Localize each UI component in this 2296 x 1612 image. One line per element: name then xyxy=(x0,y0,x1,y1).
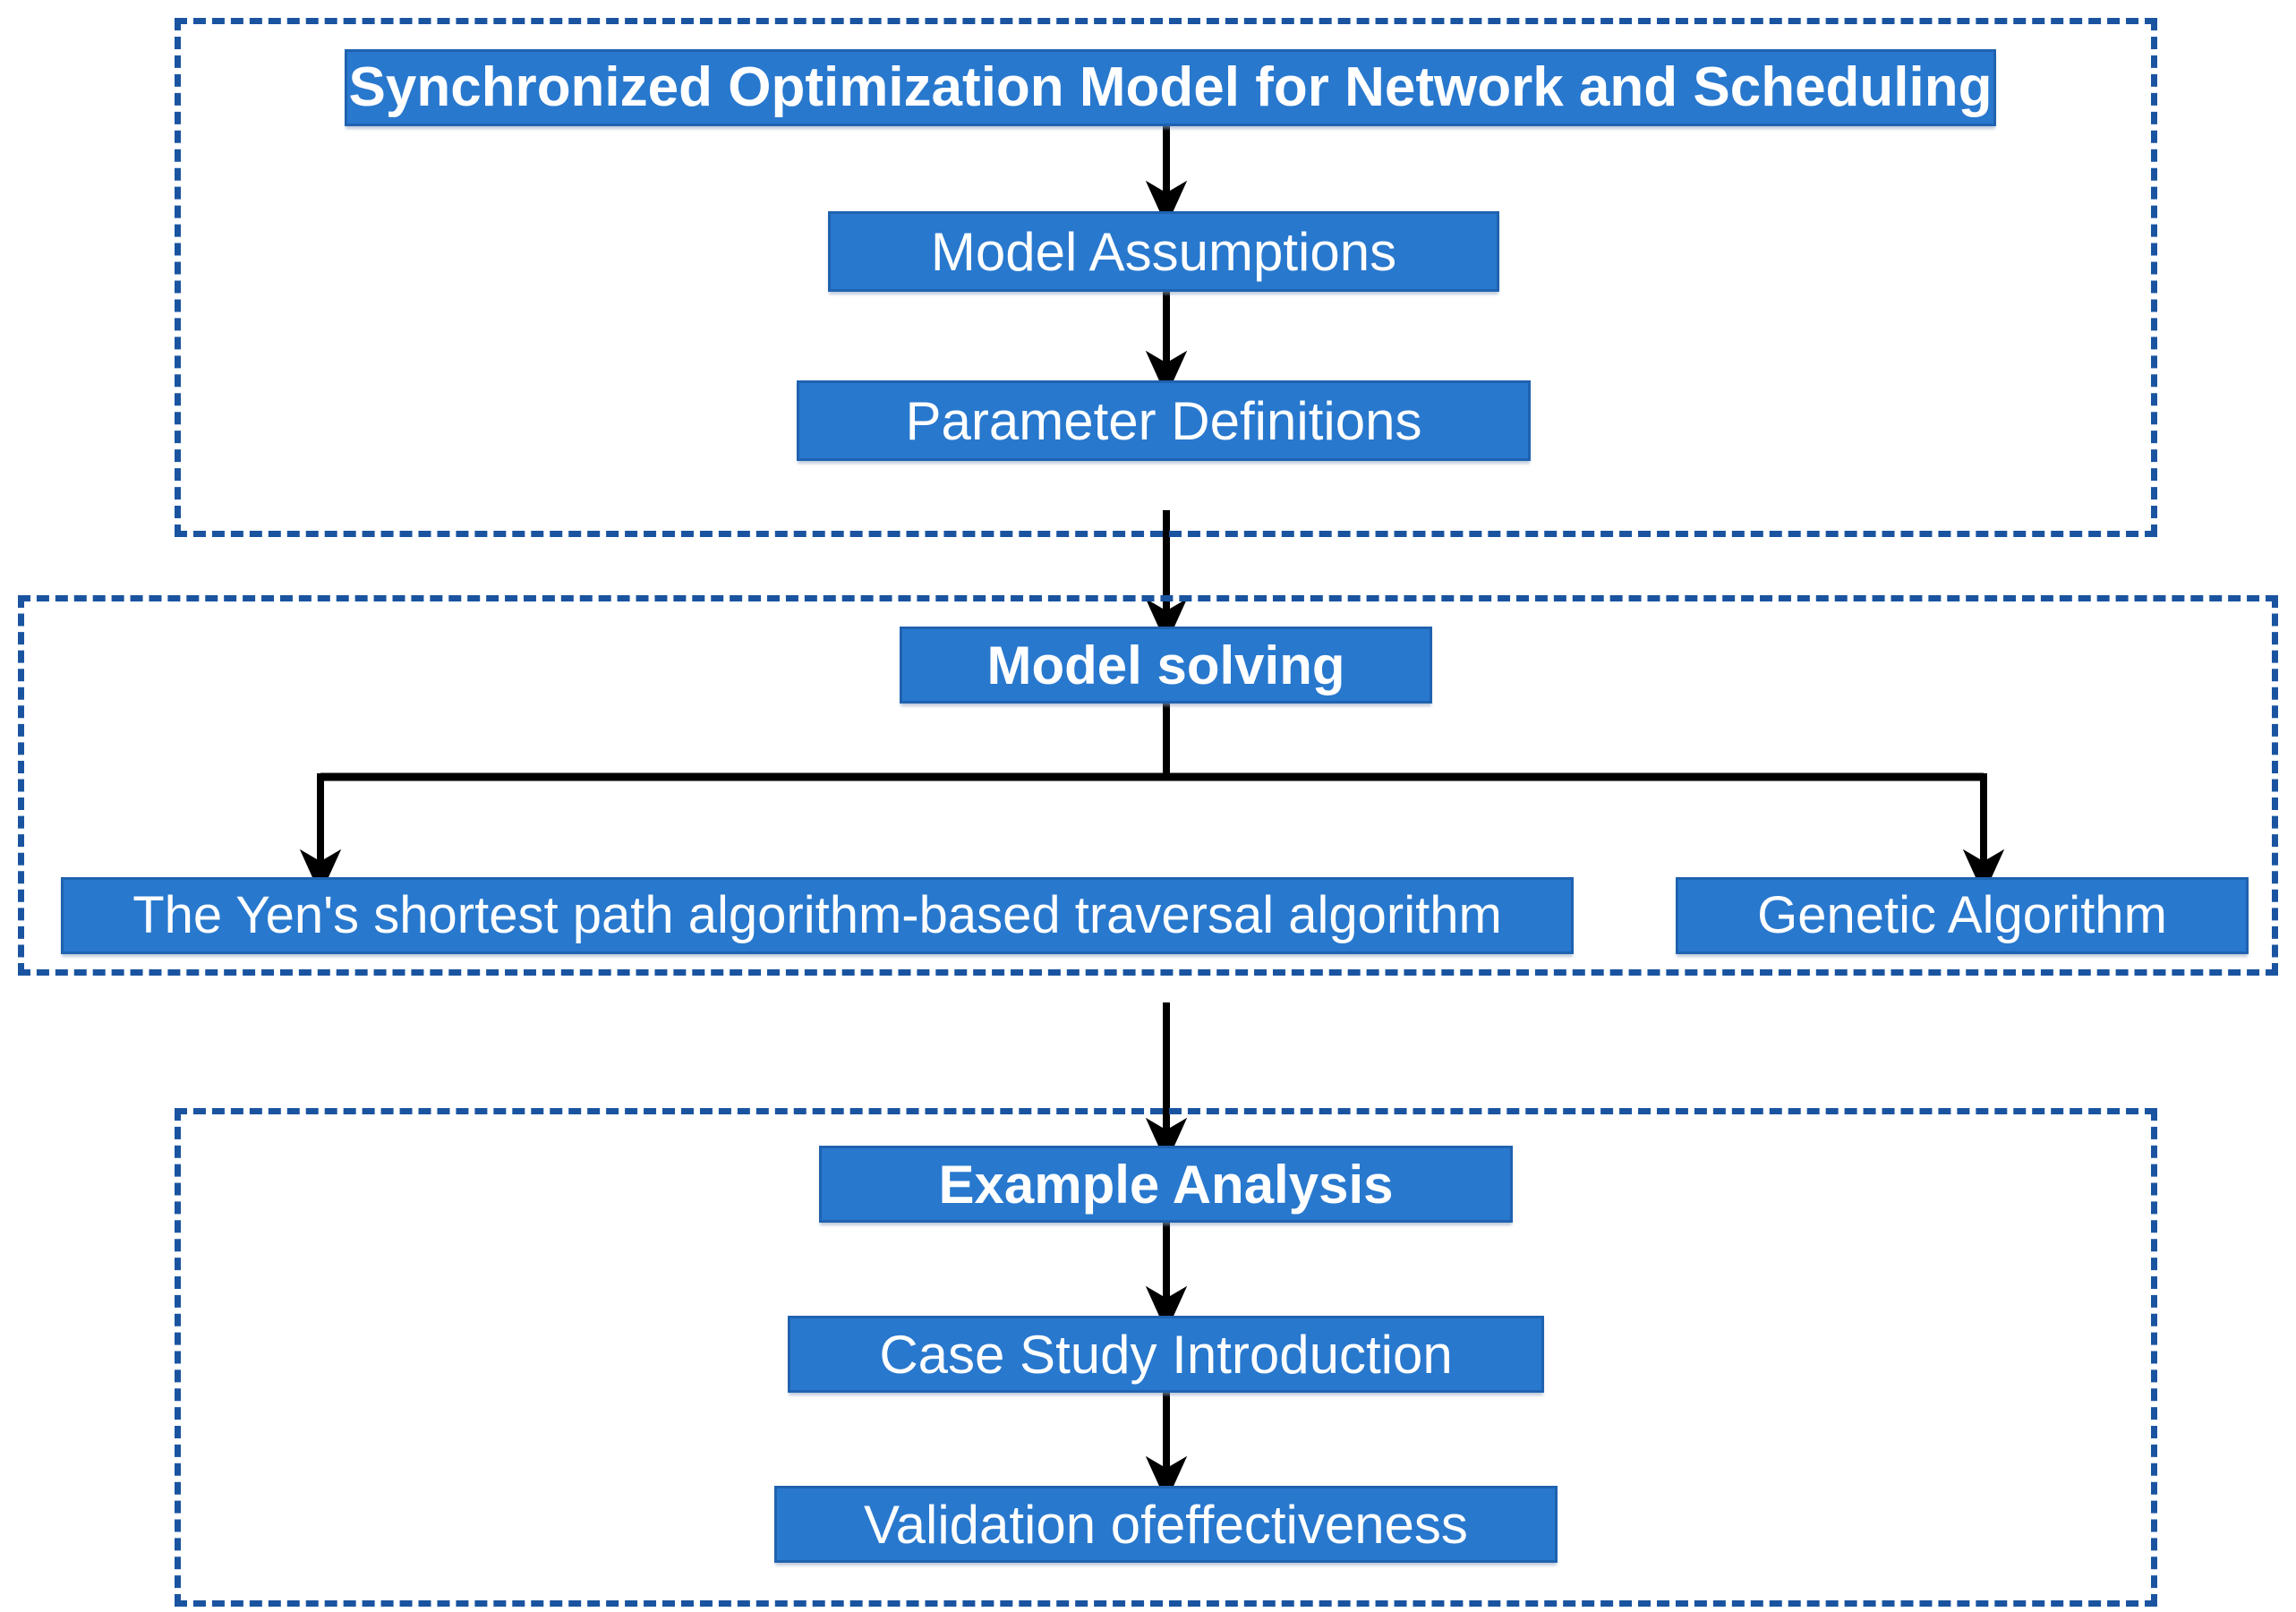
group-example-analysis xyxy=(175,1108,2157,1607)
node-validation[interactable]: Validation ofeffectiveness xyxy=(774,1486,1558,1563)
node-genetic-algorithm-label: Genetic Algorithm xyxy=(1757,885,2167,944)
node-validation-label: Validation ofeffectiveness xyxy=(864,1494,1468,1555)
node-model-assumptions-label: Model Assumptions xyxy=(930,221,1397,282)
group-model-solving xyxy=(18,595,2278,976)
node-genetic-algorithm[interactable]: Genetic Algorithm xyxy=(1676,877,2249,954)
node-yen-algorithm-label: The Yen's shortest path algorithm-based … xyxy=(132,885,1502,944)
node-parameter-definitions[interactable]: Parameter Definitions xyxy=(797,380,1531,461)
node-title-label: Synchronized Optimization Model for Netw… xyxy=(348,56,1993,119)
node-case-study-label: Case Study Introduction xyxy=(879,1324,1453,1385)
node-model-solving[interactable]: Model solving xyxy=(900,627,1432,704)
group-modeling xyxy=(175,18,2157,537)
node-yen-algorithm[interactable]: The Yen's shortest path algorithm-based … xyxy=(61,877,1574,954)
node-model-solving-label: Model solving xyxy=(986,635,1345,695)
node-parameter-definitions-label: Parameter Definitions xyxy=(905,390,1422,451)
node-model-assumptions[interactable]: Model Assumptions xyxy=(828,211,1499,292)
node-example-analysis-label: Example Analysis xyxy=(938,1154,1394,1215)
node-case-study[interactable]: Case Study Introduction xyxy=(788,1316,1544,1393)
node-title[interactable]: Synchronized Optimization Model for Netw… xyxy=(345,49,1996,126)
node-example-analysis[interactable]: Example Analysis xyxy=(819,1146,1513,1223)
